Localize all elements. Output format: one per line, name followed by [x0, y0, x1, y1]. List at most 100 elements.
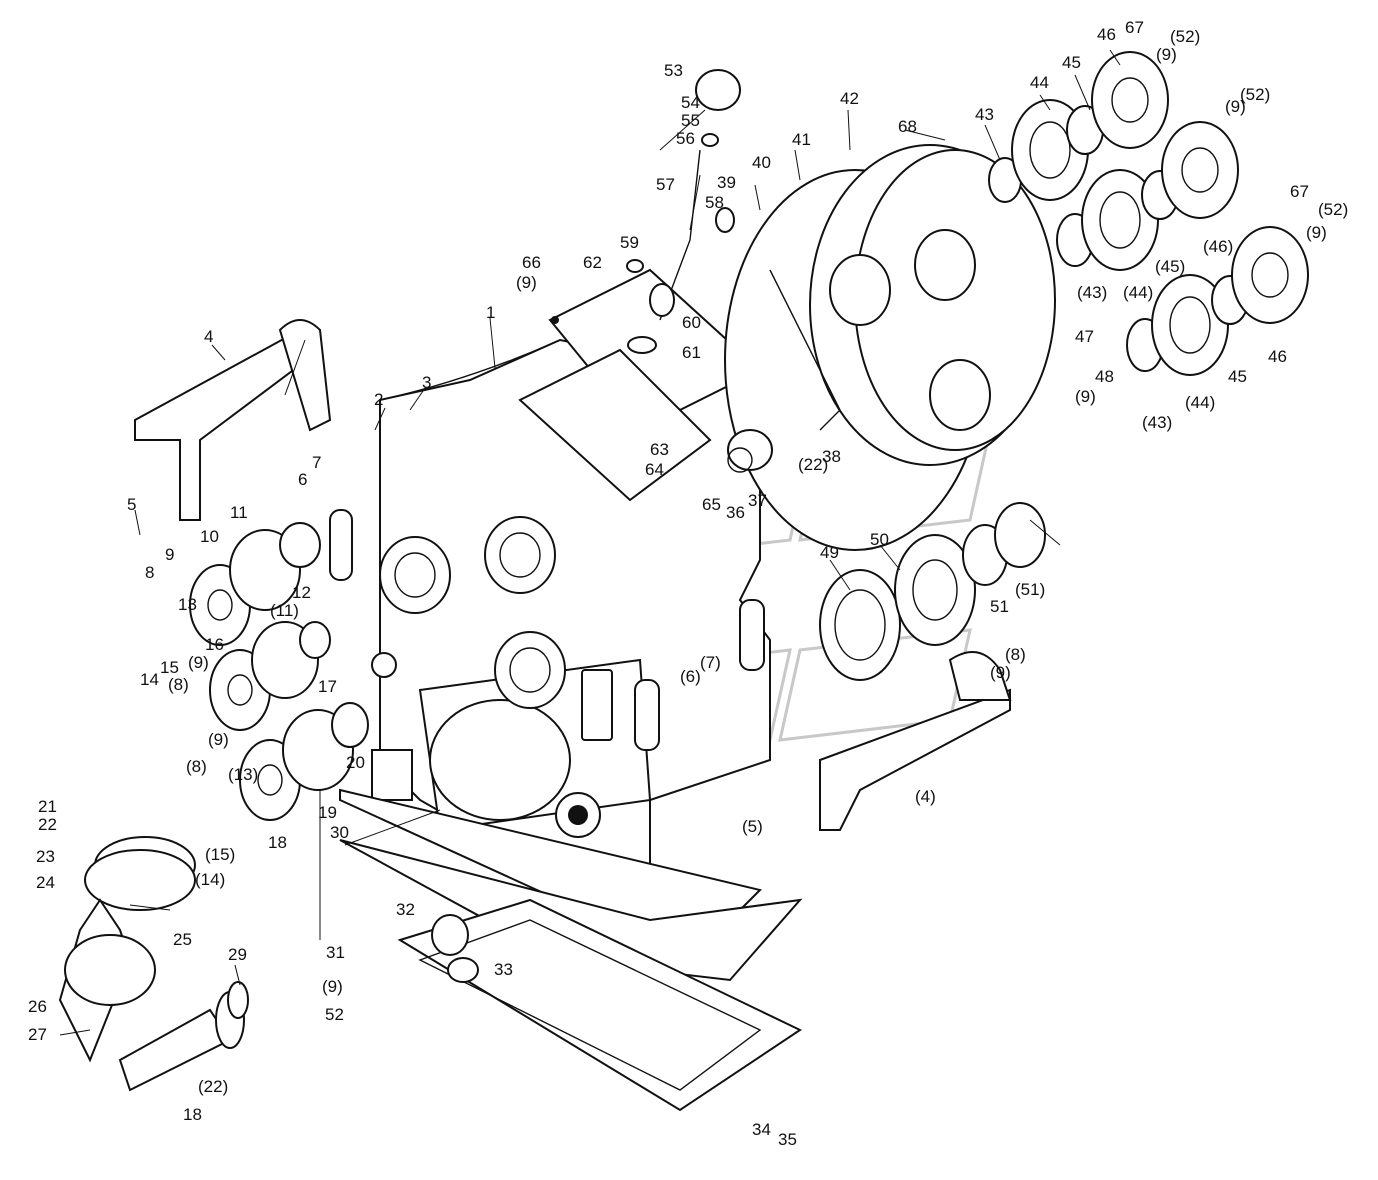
callout-19: 19 [318, 803, 337, 822]
callout-65: 65 [702, 495, 721, 514]
callout-8-left: (8) [168, 675, 189, 694]
callout-46-bottom: 46 [1268, 347, 1287, 366]
callout-24: 24 [36, 873, 55, 892]
right-side-bearings [819, 502, 1046, 681]
suction-pipe-assembly [58, 836, 249, 1092]
callout-44-bottom: (44) [1185, 393, 1215, 412]
callout-33: 33 [494, 960, 513, 979]
callout-9-right-low: (9) [990, 663, 1011, 682]
bracket-left [134, 319, 332, 521]
callout-49: 49 [820, 543, 839, 562]
callout-61: 61 [682, 343, 701, 362]
callout-1: 1 [486, 303, 495, 322]
callout-40: 40 [752, 153, 771, 172]
callout-5-right: (5) [742, 817, 763, 836]
callout-52-top: (52) [1170, 27, 1200, 46]
callout-37: 37 [748, 491, 767, 510]
bracket-right [819, 651, 1012, 831]
callout-44-mid: (44) [1123, 283, 1153, 302]
callout-42: 42 [840, 89, 859, 108]
callout-27: 27 [28, 1025, 47, 1044]
callout-46-mid: (46) [1203, 237, 1233, 256]
callout-57: 57 [656, 175, 675, 194]
callout-34: 34 [752, 1120, 771, 1139]
callout-45-top: 45 [1062, 53, 1081, 72]
callout-22-bottom: (22) [198, 1077, 228, 1096]
callout-13-paren: (13) [228, 765, 258, 784]
callout-8: 8 [145, 563, 154, 582]
callout-30: 30 [330, 823, 349, 842]
callout-52-mid: (52) [1240, 85, 1270, 104]
callout-29: 29 [228, 945, 247, 964]
callout-7: 7 [312, 453, 321, 472]
callout-4: 4 [204, 327, 213, 346]
callout-51-paren: (51) [1015, 580, 1045, 599]
callout-64: 64 [645, 460, 664, 479]
end-cover-assembly [715, 144, 1056, 551]
callout-25: 25 [173, 930, 192, 949]
callout-43: 43 [975, 105, 994, 124]
callout-9-right: (9) [1075, 387, 1096, 406]
callout-9-left: (9) [188, 653, 209, 672]
callout-59: 59 [620, 233, 639, 252]
callout-44: 44 [1030, 73, 1049, 92]
callout-11: 11 [230, 503, 248, 522]
callout-13: 13 [178, 595, 197, 614]
gearbox-housing [329, 338, 771, 922]
callout-53: 53 [664, 61, 683, 80]
callout-8-right: (8) [1005, 645, 1026, 664]
callout-5: 5 [127, 495, 136, 514]
callout-52-pan: 52 [325, 1005, 344, 1024]
callout-20: 20 [346, 753, 365, 772]
callout-41: 41 [792, 130, 811, 149]
callout-9: 9 [165, 545, 174, 564]
callout-22: 22 [38, 815, 57, 834]
callout-47: 47 [1075, 327, 1094, 346]
callout-6: 6 [298, 470, 307, 489]
breather-assembly [627, 69, 741, 354]
callout-52-low: (52) [1318, 200, 1348, 219]
callout-9-pan: (9) [322, 977, 343, 996]
callout-38: 38 [822, 447, 841, 466]
callout-68: 68 [898, 117, 917, 136]
callout-18-bottom: 18 [183, 1105, 202, 1124]
callout-62: 62 [583, 253, 602, 272]
callout-32: 32 [396, 900, 415, 919]
callout-14-paren: (14) [195, 870, 225, 889]
callout-23: 23 [36, 847, 55, 866]
callouts: 1 2 3 4 5 6 7 8 9 10 11 12 13 14 15 16 1… [28, 18, 1348, 1149]
callout-58: 58 [705, 193, 724, 212]
callout-9-top-cover: (9) [516, 273, 537, 292]
callout-45-bottom: 45 [1228, 367, 1247, 386]
callout-60: 60 [682, 313, 701, 332]
callout-8-left-low: (8) [186, 757, 207, 776]
callout-48: 48 [1095, 367, 1114, 386]
callout-16: 16 [205, 635, 224, 654]
callout-9-top: (9) [1156, 45, 1177, 64]
callout-9-mid: (9) [1225, 97, 1246, 116]
callout-7-center: (7) [700, 653, 721, 672]
callout-22-right: (22) [798, 455, 828, 474]
callout-45-mid: (45) [1155, 257, 1185, 276]
bearing-stack-top [988, 51, 1169, 203]
callout-51: 51 [990, 597, 1009, 616]
callout-43-mid: (43) [1077, 283, 1107, 302]
callout-31: 31 [326, 943, 345, 962]
callout-17: 17 [318, 677, 337, 696]
callout-35: 35 [778, 1130, 797, 1149]
callout-56: 56 [676, 129, 695, 148]
callout-63: 63 [650, 440, 669, 459]
callout-66: 66 [522, 253, 541, 272]
callout-67-top: 67 [1125, 18, 1144, 37]
bearing-stack-bottom [1126, 226, 1309, 376]
callout-14: 14 [140, 670, 159, 689]
bearing-stack-middle [1056, 121, 1239, 271]
callout-6-center: (6) [680, 667, 701, 686]
callout-2: 2 [374, 390, 383, 409]
callout-39: 39 [717, 173, 736, 192]
callout-11-paren: (11) [270, 601, 299, 620]
callout-10: 10 [200, 527, 219, 546]
callout-43-bottom: (43) [1142, 413, 1172, 432]
callout-15: 15 [160, 658, 179, 677]
